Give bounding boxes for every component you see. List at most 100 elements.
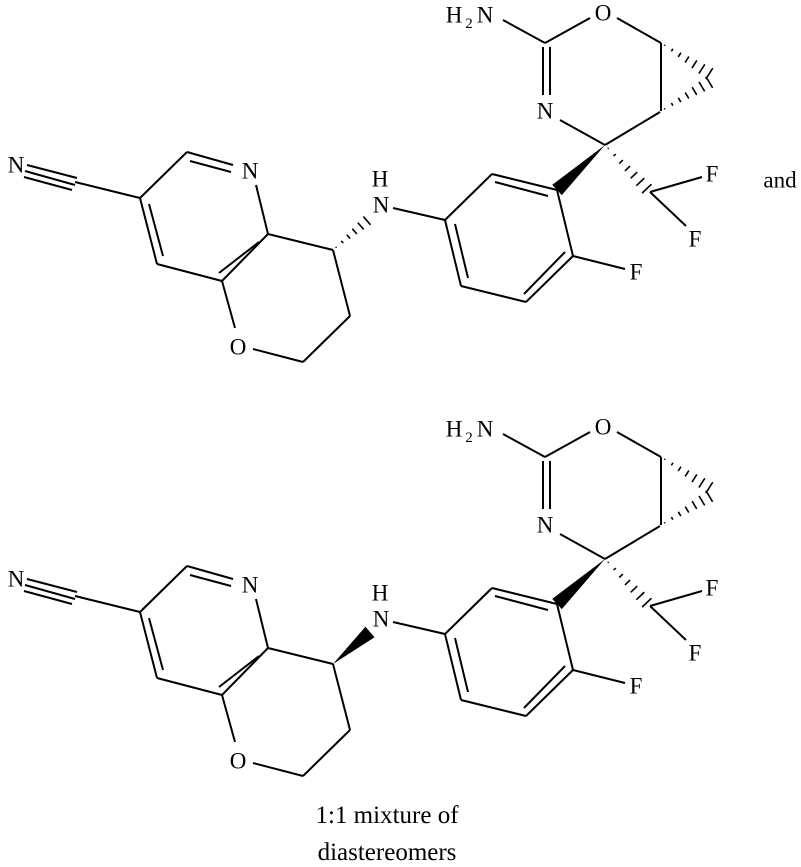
double-bond-inner (524, 666, 565, 708)
hash-stroke (699, 82, 705, 91)
bond (222, 281, 235, 328)
hash-stroke (664, 108, 665, 109)
bond (526, 670, 573, 716)
bond (503, 434, 545, 457)
triple-bond-1 (27, 165, 77, 178)
amine-h-label: H (372, 167, 389, 192)
hashed-wedge-bond (664, 77, 712, 110)
solid-wedge-bond (333, 627, 375, 664)
bond-c-f (650, 192, 686, 226)
bond (393, 622, 445, 634)
bond (445, 220, 461, 286)
hashed-wedge-bond (664, 491, 712, 524)
hash-stroke (614, 568, 616, 570)
hash-stroke (678, 512, 681, 516)
hash-stroke (685, 92, 689, 98)
molecule-diastereomer-1: NNOHNFFFNOH2N (8, 1, 719, 363)
bond (222, 648, 268, 695)
hash-stroke (341, 241, 343, 243)
amine-n-label: N (373, 193, 390, 218)
bond (303, 316, 350, 362)
hash-stroke (706, 491, 713, 502)
hashed-wedge-bond (664, 459, 712, 493)
bond-c-f (650, 591, 702, 606)
hash-stroke (664, 45, 665, 46)
bond (617, 18, 661, 43)
oxazine-n-label: N (537, 99, 554, 124)
bond (256, 185, 268, 234)
amine-h-label: H (372, 581, 389, 606)
triple-bond-3 (24, 177, 72, 190)
bond (253, 763, 303, 776)
hash-stroke (608, 148, 609, 149)
bond (461, 286, 526, 302)
bond (557, 190, 573, 256)
bond-cn-c6 (75, 182, 140, 198)
bond (526, 256, 573, 302)
pyran-o-label: O (230, 749, 247, 774)
double-bond-inner (149, 204, 163, 256)
aryl-f-label: F (630, 260, 643, 285)
difluoromethyl-f-label: F (706, 576, 719, 601)
hash-stroke (692, 501, 697, 509)
solid-wedge-bond (552, 145, 605, 195)
bond (253, 349, 303, 362)
bond (605, 526, 660, 559)
oxazine-n-label: N (537, 513, 554, 538)
bond (222, 234, 268, 281)
bond (445, 174, 492, 220)
bond (617, 432, 661, 457)
bond (140, 612, 157, 678)
hash-stroke (685, 57, 689, 63)
hashed-wedge-bond (664, 45, 712, 79)
bond (492, 174, 557, 190)
hash-stroke (671, 49, 673, 52)
pyridine-n-label: N (242, 573, 259, 598)
double-bond-inner (149, 618, 163, 670)
hash-stroke (614, 154, 616, 156)
bond-cn-c6 (75, 596, 140, 612)
pyridine-n-label: N (242, 159, 259, 184)
bond (256, 599, 268, 648)
oxazine-o-label: O (595, 1, 612, 26)
hash-stroke (671, 517, 673, 520)
hash-stroke (636, 178, 644, 186)
bond (140, 152, 187, 198)
amino-h-label: H (446, 417, 463, 442)
triple-bond-2 (25, 171, 75, 185)
hash-stroke (699, 478, 705, 487)
bond (157, 678, 222, 695)
triple-bond-3 (24, 591, 72, 604)
amino-h-label: H (446, 3, 463, 28)
hash-stroke (608, 562, 609, 563)
bond (461, 700, 526, 716)
hash-stroke (706, 77, 713, 88)
bond (157, 264, 222, 281)
difluoromethyl-f-label: F (689, 227, 702, 252)
bond (140, 198, 157, 264)
bond (222, 695, 235, 742)
bond (268, 234, 333, 250)
hash-stroke (363, 217, 370, 225)
bond-c-f (573, 670, 625, 683)
hash-stroke (678, 467, 681, 471)
aryl-f-label: F (630, 674, 643, 699)
double-bond-inner (219, 656, 259, 687)
nitrile-n-label: N (8, 567, 25, 592)
bond (268, 648, 333, 664)
hash-stroke (631, 586, 638, 592)
hashed-wedge-bond (608, 148, 652, 193)
difluoromethyl-f-label: F (689, 641, 702, 666)
hash-stroke (625, 580, 630, 585)
double-bond-inner (219, 242, 259, 273)
bond (492, 588, 557, 604)
bond (140, 566, 187, 612)
hash-stroke (692, 87, 697, 95)
bond (303, 730, 350, 776)
nitrile-n-label: N (8, 153, 25, 178)
caption-line-1: 1:1 mixture of (315, 802, 459, 829)
hash-stroke (664, 459, 665, 460)
difluoromethyl-f-label: F (706, 162, 719, 187)
hash-stroke (685, 506, 689, 512)
